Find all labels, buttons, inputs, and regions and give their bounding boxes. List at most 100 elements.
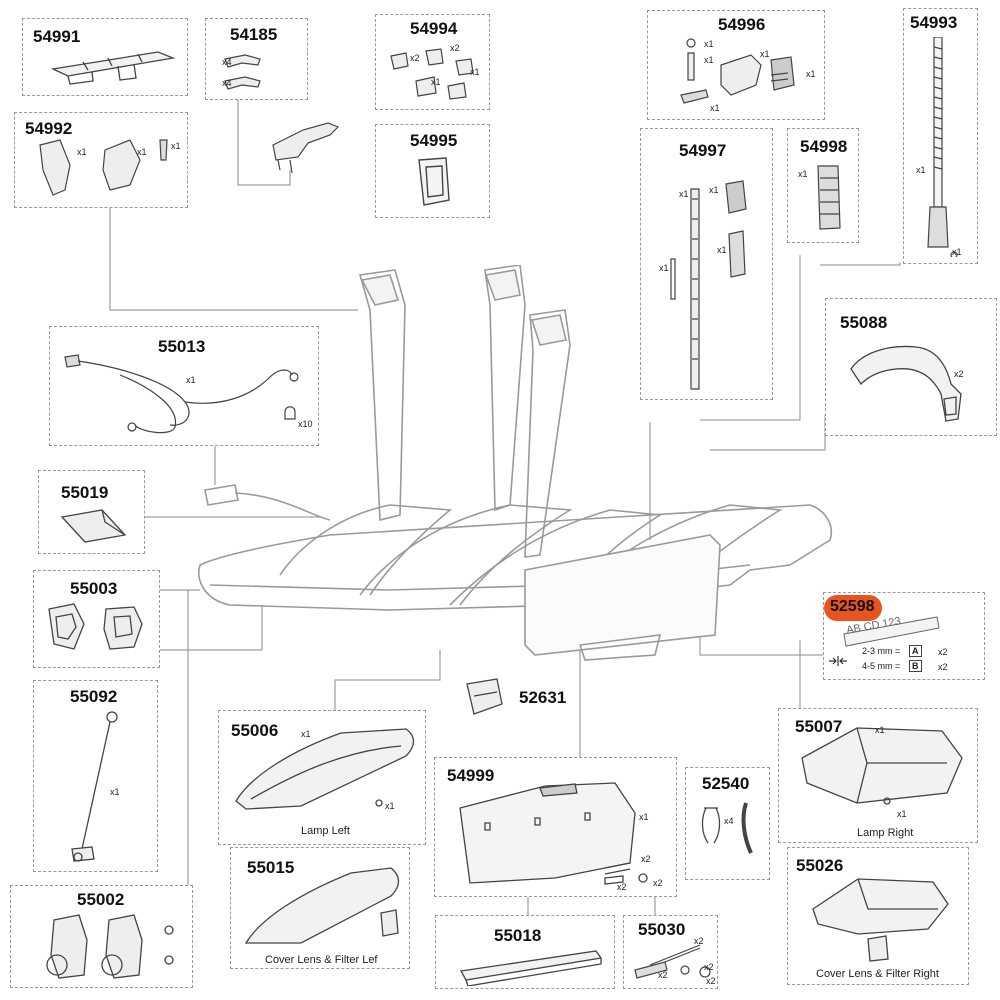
lock-knob-icon: [676, 35, 816, 115]
part-number: 54994: [410, 19, 458, 38]
part-number: 54995: [410, 131, 458, 150]
cable-harness-icon: [60, 347, 310, 442]
part-number: 54996: [718, 15, 766, 34]
part-number: 55092: [70, 687, 118, 706]
part-box-55018[interactable]: 55018: [435, 915, 615, 989]
plate-letter-a: A: [909, 645, 922, 657]
bracket-icon: [462, 676, 507, 718]
part-number: 55015: [247, 858, 295, 877]
quantity: x1: [385, 801, 395, 811]
leader-54992: [109, 208, 358, 311]
quantity: x1: [704, 55, 714, 65]
quantity: x10: [298, 419, 313, 429]
lamp-right-icon: [797, 723, 967, 808]
quantity: x2: [938, 662, 948, 672]
quantity: x2: [641, 854, 651, 864]
quantity: x1: [186, 375, 196, 385]
quantity: x2: [938, 647, 948, 657]
part-box-54995[interactable]: 54995: [375, 124, 490, 218]
part-box-52540[interactable]: 52540 x4: [685, 767, 770, 880]
quantity: x1: [806, 69, 816, 79]
part-number: 54991: [33, 27, 81, 46]
part-box-55015[interactable]: 55015 Cover Lens & Filter Lef: [230, 847, 410, 969]
caption-lamp-left: Lamp Left: [301, 825, 350, 837]
quantity: x1: [639, 812, 649, 822]
part-number: 52540: [702, 774, 750, 793]
part-number: 55018: [494, 926, 542, 945]
caption-cover-right: Cover Lens & Filter Right: [816, 968, 939, 980]
cover-lens-right-icon: [808, 864, 958, 964]
strap-holder-icon: [414, 155, 454, 210]
part-box-54997[interactable]: 54997 x1 x1 x1 x1: [640, 128, 773, 400]
quantity: x1: [137, 147, 147, 157]
part-number: 55030: [638, 920, 686, 939]
part-number: 55006: [231, 721, 279, 740]
rail-profile-icon: [456, 946, 606, 986]
part-box-54992[interactable]: 54992 x1 x1 x1: [14, 112, 188, 208]
leader-55092: [158, 605, 263, 651]
part-number: 55007: [795, 717, 843, 736]
part-box-54185[interactable]: 54185 x4 x4: [205, 18, 308, 100]
part-box-54993[interactable]: 54993 x1 x1: [903, 8, 978, 264]
part-box-55006[interactable]: 55006 x1 x1 Lamp Left: [218, 710, 426, 845]
thickness-arrow-icon: [828, 654, 848, 668]
part-box-55013[interactable]: 55013 x1 x10: [49, 326, 319, 446]
quantity: x1: [659, 263, 669, 273]
part-number: 54993: [910, 13, 958, 32]
part-box-55026[interactable]: 55026 Cover Lens & Filter Right: [787, 847, 969, 985]
part-box-55030[interactable]: 55030 x2 x2 x2 x2: [623, 915, 718, 989]
part-number: 54998: [800, 137, 848, 156]
part-number: 55088: [840, 313, 888, 332]
cable-tie-icon: [696, 798, 761, 858]
part-number-52631[interactable]: 52631: [519, 688, 567, 707]
quantity: x2: [954, 369, 964, 379]
quantity: x1: [77, 147, 87, 157]
part-box-54991[interactable]: 54991: [22, 18, 188, 96]
quantity: x2: [694, 936, 704, 946]
part-box-54999[interactable]: 54999 x1 x2 x2 x2: [434, 757, 677, 897]
quantity: x1: [301, 729, 311, 739]
part-number: 52598: [830, 598, 875, 615]
quantity: x1: [470, 67, 480, 77]
part-number: 54997: [679, 141, 727, 160]
quantity: x1: [916, 165, 926, 175]
quantity: x2: [617, 882, 627, 892]
plate-row-a: 2-3 mm =: [862, 646, 901, 656]
part-box-54996[interactable]: 54996 x1 x1 x1 x1 x1: [647, 10, 825, 120]
part-box-55002[interactable]: 55002: [10, 885, 193, 988]
part-number: 54992: [25, 119, 73, 138]
leader-55006: [334, 650, 441, 710]
quantity: x2: [704, 962, 714, 972]
quantity: x2: [706, 976, 716, 986]
part-number: 54999: [447, 766, 495, 785]
handle-icon: [846, 339, 976, 424]
plate-row-b: 4-5 mm =: [862, 661, 901, 671]
part-number: 55019: [61, 483, 109, 502]
mounting-rail-icon: [48, 44, 178, 89]
quantity: x1: [709, 185, 719, 195]
part-number: 55002: [77, 890, 125, 909]
quantity: x1: [431, 77, 441, 87]
highlight-badge: [824, 595, 882, 621]
part-box-54998[interactable]: 54998 x1: [787, 128, 859, 243]
part-number: 54185: [230, 25, 278, 44]
part-box-55092[interactable]: 55092 x1: [33, 680, 158, 872]
caption-lamp-right: Lamp Right: [857, 827, 914, 839]
part-box-55088[interactable]: 55088 x2: [825, 298, 997, 436]
bolt-set-icon: [630, 940, 715, 988]
plate-holder-icon: [455, 778, 665, 893]
quantity: x1: [679, 189, 689, 199]
bike-carrier-illustration: [190, 265, 840, 665]
quantity: x2: [653, 878, 663, 888]
part-box-55003[interactable]: 55003: [33, 570, 160, 668]
ratchet-strap-icon: [810, 163, 850, 233]
quantity: x4: [724, 816, 734, 826]
part-box-54994[interactable]: 54994 x2 x2 x1 x1: [375, 14, 490, 110]
wheel-stop-icon: [57, 507, 132, 547]
part-box-55007[interactable]: 55007 x1 x1 Lamp Right: [778, 708, 978, 843]
part-box-55019[interactable]: 55019: [38, 470, 145, 554]
clip-icon: [220, 47, 280, 92]
plate-letter-b: B: [909, 660, 922, 672]
quantity: x1: [897, 809, 907, 819]
